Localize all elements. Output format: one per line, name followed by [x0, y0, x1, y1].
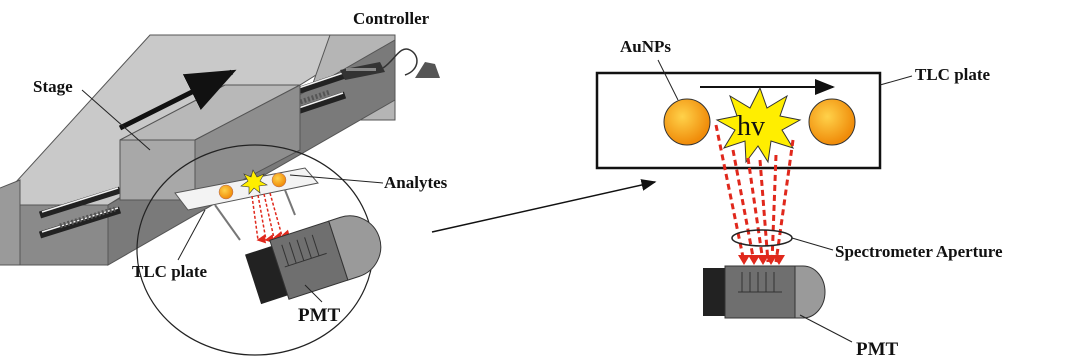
spectrometer-aperture	[731, 229, 793, 247]
leader-tlc-right	[879, 75, 913, 86]
leader-pmt-right	[799, 314, 853, 343]
label-tlc-plate-right: TLC plate	[915, 65, 991, 84]
controller-icon	[340, 48, 440, 80]
beam-left	[251, 192, 291, 244]
leader-pmt-left	[304, 284, 323, 303]
leader-aunps	[657, 59, 679, 101]
label-controller: Controller	[353, 9, 430, 28]
translation-stage	[0, 34, 396, 266]
pmt-right-icon	[703, 265, 826, 319]
label-stage: Stage	[33, 77, 73, 96]
leader-spectrometer	[791, 237, 834, 251]
beam-right	[714, 124, 795, 263]
label-pmt-right: PMT	[856, 339, 899, 360]
leader-stage	[81, 89, 151, 151]
nanoparticle-right-1	[663, 98, 711, 146]
label-analytes: Analytes	[384, 173, 448, 192]
stage-rails-left	[38, 186, 122, 239]
label-tlc-plate-left: TLC plate	[132, 262, 208, 281]
pmt-left-icon	[245, 215, 382, 305]
leader-tlc-left	[177, 209, 206, 261]
nanoparticle-right-2	[808, 98, 856, 146]
label-pmt-left: PMT	[298, 305, 341, 326]
nanoparticle-left-2	[271, 172, 287, 188]
label-spectrometer-aperture: Spectrometer Aperture	[835, 242, 1003, 261]
scan-direction-arrow	[118, 69, 237, 131]
magnify-arrow	[431, 179, 657, 233]
flash-left-icon	[240, 169, 268, 195]
leader-analytes	[289, 174, 384, 184]
flash-right-icon	[715, 86, 802, 164]
beam-right-heads	[738, 255, 785, 265]
label-aunps: AuNPs	[620, 37, 671, 56]
label-hv: hv	[737, 111, 765, 142]
nanoparticle-left-1	[218, 184, 234, 200]
